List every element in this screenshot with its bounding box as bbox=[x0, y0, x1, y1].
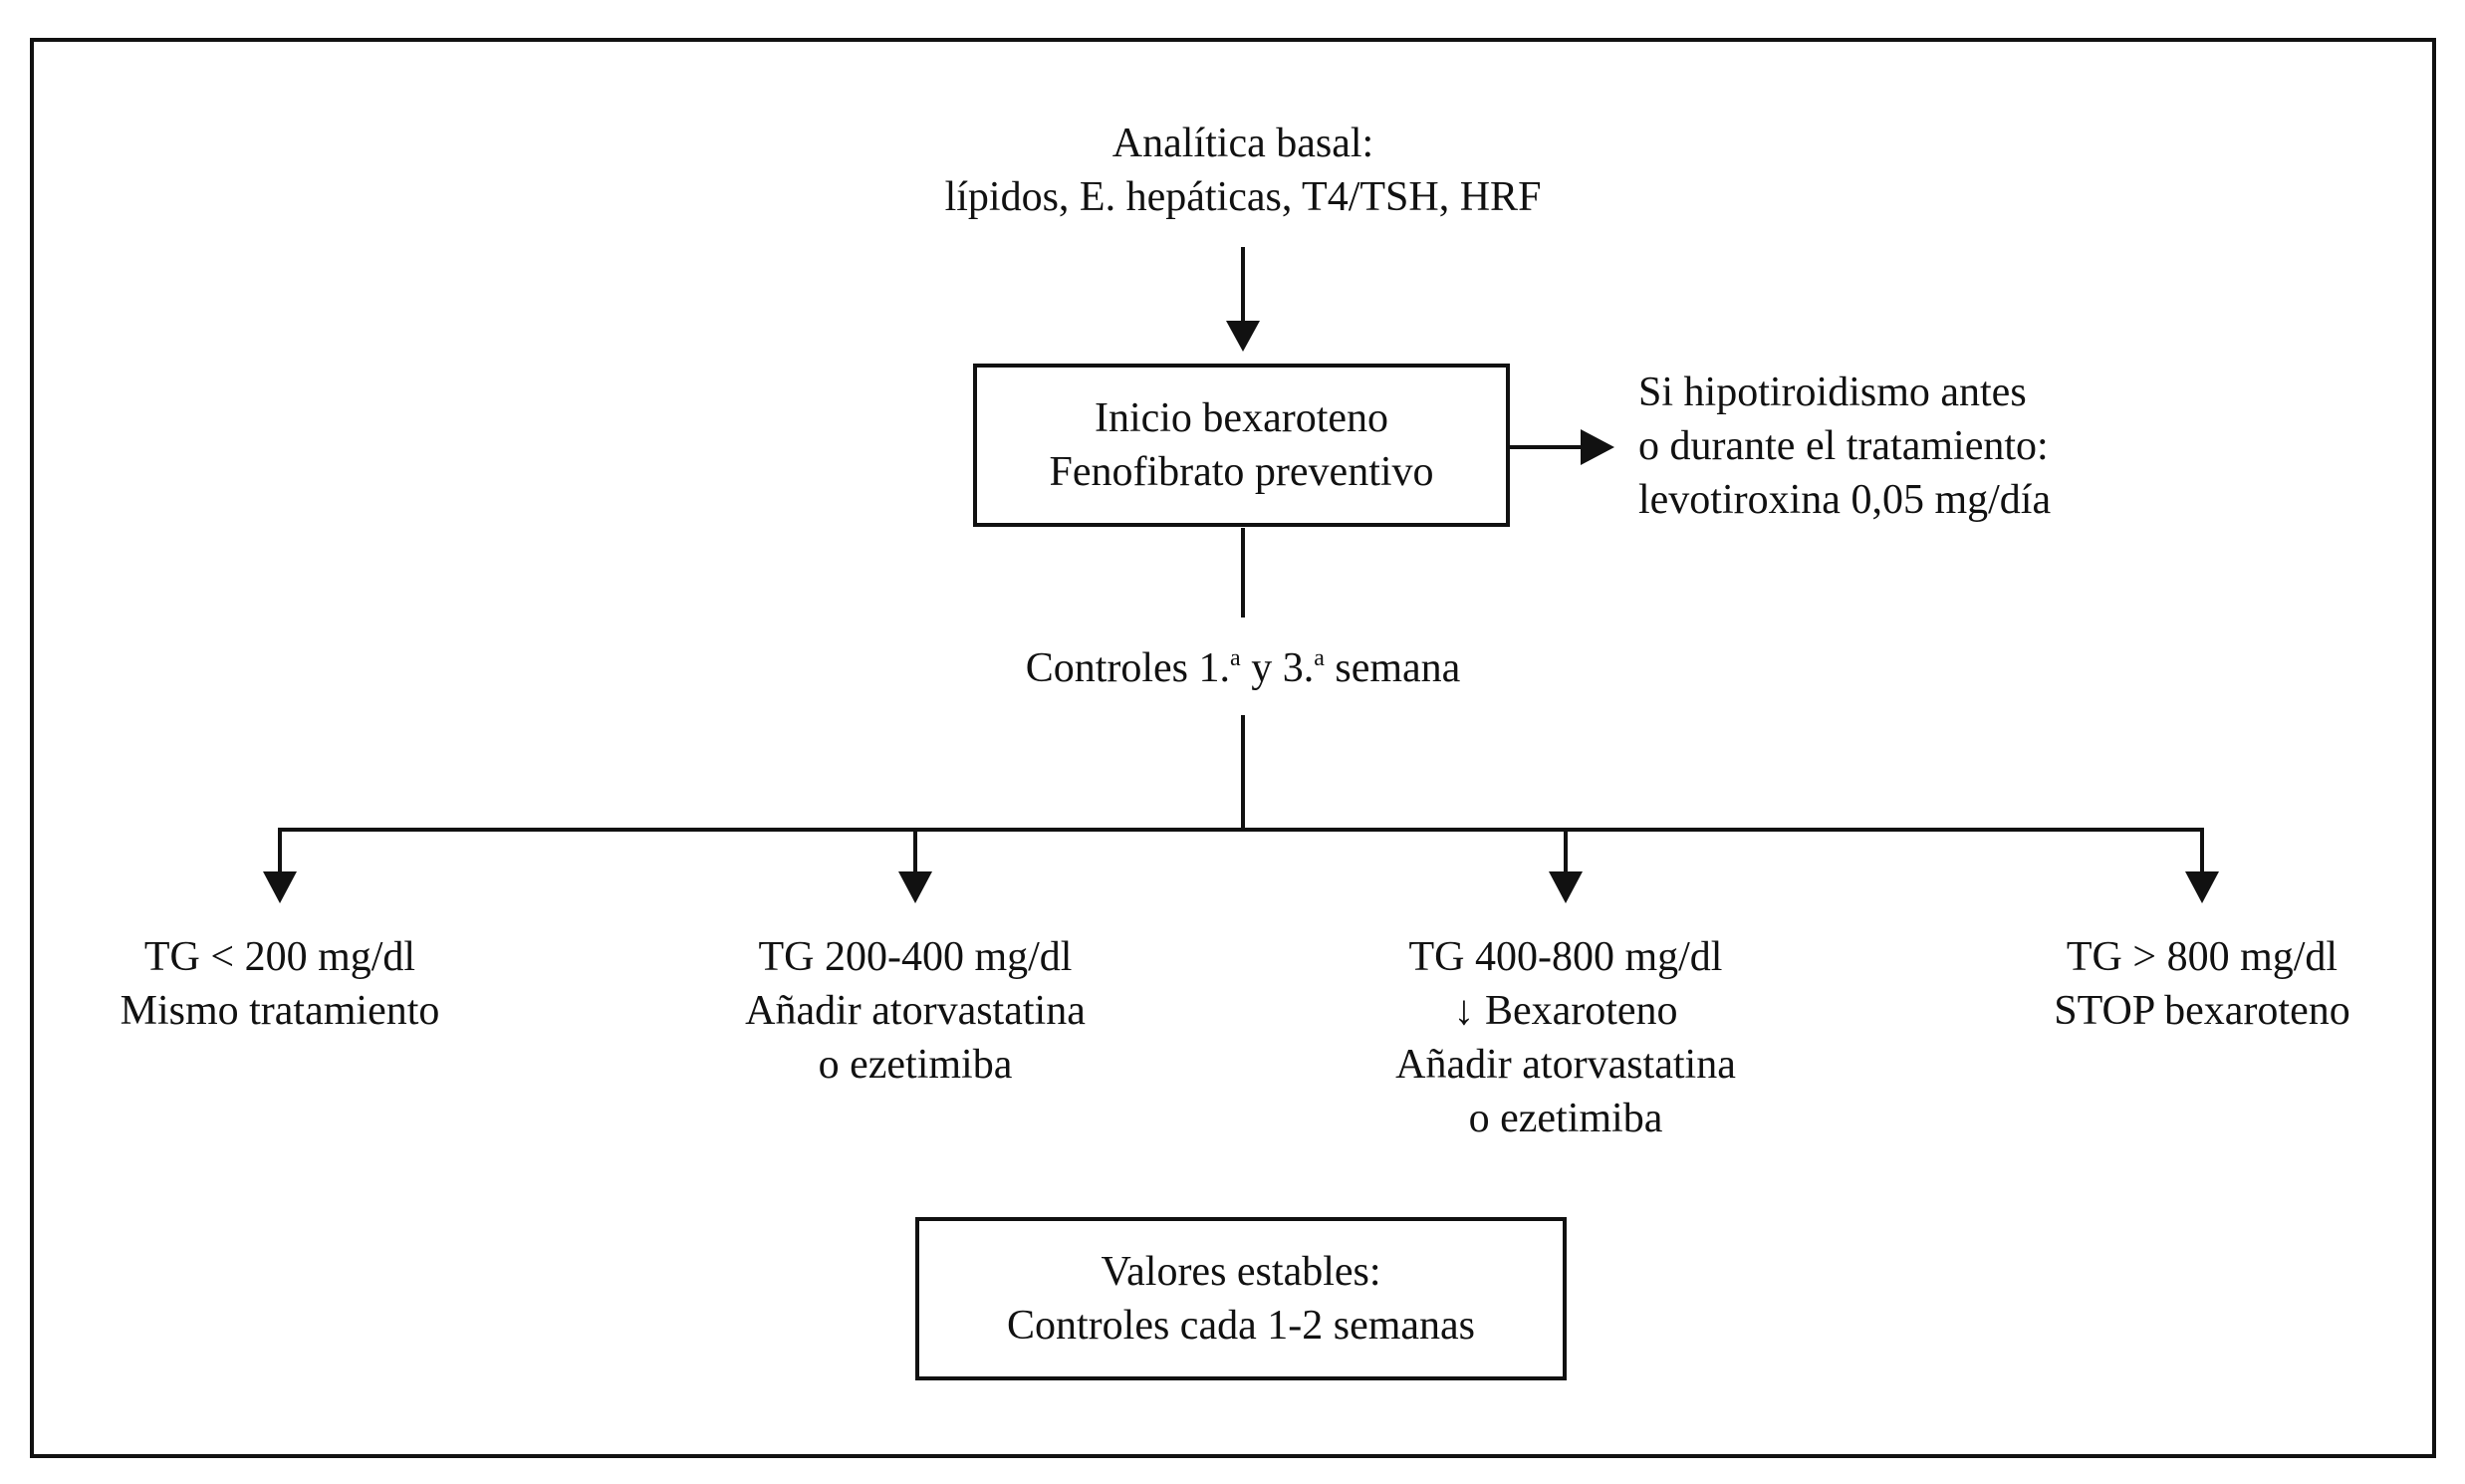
branch-3-condition: TG 400-800 mg/dl bbox=[1408, 934, 1723, 980]
arrowhead-branch-4 bbox=[2185, 871, 2219, 903]
note-line-3: levotiroxina 0,05 mg/día bbox=[1638, 477, 2052, 523]
start-treatment-box: Inicio bexaroteno Fenofibrato preventivo bbox=[973, 364, 1510, 527]
branch-tg-under-200: TG < 200 mg/dl Mismo tratamiento bbox=[31, 930, 529, 1038]
arrowhead-branch-3 bbox=[1549, 871, 1583, 903]
start-line-1: Inicio bexaroteno bbox=[1094, 395, 1389, 441]
controls-ordinal-2: a bbox=[1314, 645, 1325, 671]
note-line-2: o durante el tratamiento: bbox=[1638, 423, 2049, 469]
controls-middle: y 3. bbox=[1240, 645, 1315, 691]
stable-values-box: Valores estables: Controles cada 1-2 sem… bbox=[915, 1217, 1567, 1380]
branch-1-condition: TG < 200 mg/dl bbox=[143, 934, 416, 980]
branch-4-condition: TG > 800 mg/dl bbox=[2066, 934, 2339, 980]
branch-1-action: Mismo tratamiento bbox=[120, 988, 440, 1034]
note-line-1: Si hipotiroidismo antes bbox=[1638, 370, 2027, 415]
branch-2-action-1: Añadir atorvastatina bbox=[745, 988, 1086, 1034]
branch-3-action-2: Añadir atorvastatina bbox=[1395, 1042, 1736, 1088]
arrowhead-start bbox=[1226, 321, 1260, 352]
diagram-frame bbox=[30, 38, 2436, 1458]
controls-text: Controles 1.a y 3.a semana bbox=[894, 641, 1592, 695]
baseline-tests: lípidos, E. hepáticas, T4/TSH, HRF bbox=[944, 174, 1542, 220]
hypothyroidism-note: Si hipotiroidismo antes o durante el tra… bbox=[1638, 366, 2196, 527]
baseline-tests-label: Analítica basal: lípidos, E. hepáticas, … bbox=[845, 117, 1641, 224]
branch-tg-200-400: TG 200-400 mg/dl Añadir atorvastatina o … bbox=[666, 930, 1164, 1092]
controls-ordinal-1: a bbox=[1230, 645, 1241, 671]
stable-line-2: Controles cada 1-2 semanas bbox=[1006, 1303, 1476, 1349]
branch-3-action-3: o ezetimiba bbox=[1468, 1096, 1663, 1141]
branch-3-action-1: ↓ Bexaroteno bbox=[1453, 988, 1678, 1034]
controls-after: semana bbox=[1324, 645, 1461, 691]
baseline-title: Analítica basal: bbox=[1111, 121, 1374, 166]
branch-4-action: STOP bexaroteno bbox=[2054, 988, 2350, 1034]
arrowhead-note bbox=[1581, 429, 1614, 465]
branch-tg-400-800: TG 400-800 mg/dl ↓ Bexaroteno Añadir ato… bbox=[1317, 930, 1815, 1145]
branch-tg-over-800: TG > 800 mg/dl STOP bexaroteno bbox=[1953, 930, 2451, 1038]
arrowhead-branch-2 bbox=[898, 871, 932, 903]
stable-line-1: Valores estables: bbox=[1101, 1249, 1381, 1295]
controls-label: Controles 1.a y 3.a semana bbox=[894, 641, 1592, 695]
start-line-2: Fenofibrato preventivo bbox=[1049, 449, 1434, 495]
branch-2-condition: TG 200-400 mg/dl bbox=[758, 934, 1073, 980]
branch-2-action-2: o ezetimiba bbox=[818, 1042, 1013, 1088]
arrowhead-branch-1 bbox=[263, 871, 297, 903]
controls-before: Controles 1. bbox=[1025, 645, 1231, 691]
